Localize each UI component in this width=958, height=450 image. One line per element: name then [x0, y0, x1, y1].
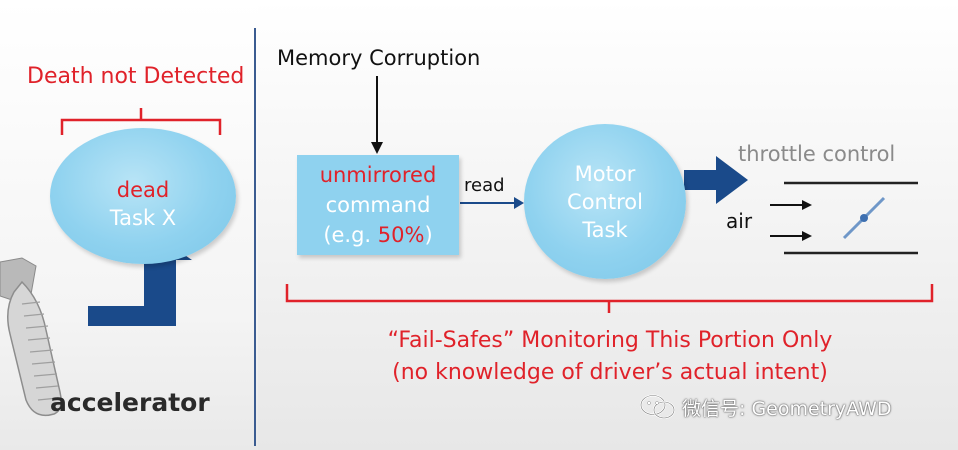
- wechat-watermark-text: 微信号: GeometryAWD: [682, 397, 892, 420]
- accelerator-label: accelerator: [50, 388, 210, 417]
- panel-divider: [254, 28, 256, 446]
- motor-to-throttle-arrow: [684, 156, 748, 204]
- accelerator-pedal-image: [0, 257, 62, 417]
- failsafe-caption-line2: (no knowledge of driver’s actual intent): [392, 360, 828, 385]
- command-line-command: command: [325, 193, 431, 217]
- air-flow-arrows: [770, 200, 812, 241]
- command-line-example: (e.g. 50%): [297, 223, 459, 247]
- failsafe-caption-line1: “Fail-Safes” Monitoring This Portion Onl…: [387, 328, 833, 353]
- command-line-unmirrored: unmirrored: [319, 163, 437, 187]
- motor-control-task-bubble: Motor Control Task: [524, 124, 686, 279]
- death-not-detected-label: Death not Detected: [27, 64, 245, 89]
- wechat-watermark: 微信号: GeometryAWD: [638, 393, 892, 421]
- read-label: read: [464, 175, 505, 196]
- wechat-icon: [640, 394, 675, 419]
- throttle-plate-icon: [842, 196, 886, 240]
- left-red-brace: [60, 108, 222, 135]
- memory-corruption-label: Memory Corruption: [277, 46, 481, 70]
- motor-line-3: Task: [582, 218, 628, 242]
- motor-line-1: Motor: [574, 162, 636, 186]
- failsafe-red-brace: [285, 284, 934, 313]
- example-suffix: ): [424, 223, 433, 247]
- unmirrored-command-box: unmirrored command (e.g. 50%): [297, 155, 459, 255]
- task-x-label: Task X: [109, 206, 177, 230]
- throttle-control-label: throttle control: [738, 142, 896, 166]
- motor-line-2: Control: [567, 190, 643, 214]
- air-label: air: [726, 209, 753, 233]
- dead-task-x-bubble: dead Task X: [50, 128, 236, 264]
- example-prefix: (e.g.: [323, 223, 378, 247]
- example-value: 50%: [377, 223, 425, 247]
- task-dead-label: dead: [116, 178, 170, 202]
